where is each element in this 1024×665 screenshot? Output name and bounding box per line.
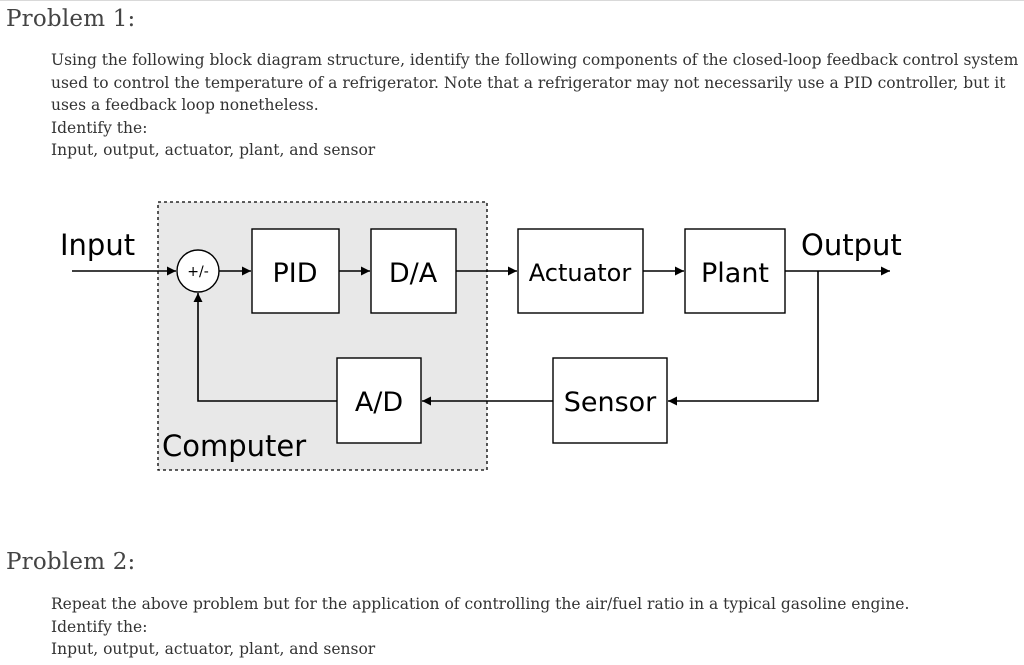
problem-2-body: Repeat the above problem but for the app… bbox=[51, 593, 1021, 661]
pid-block bbox=[251, 228, 340, 314]
pid-label: PID bbox=[272, 258, 317, 289]
problem-2-components: Input, output, actuator, plant, and sens… bbox=[51, 640, 376, 658]
problem-1-heading: Problem 1: bbox=[6, 6, 136, 32]
sensor-block bbox=[552, 357, 668, 444]
problem-2-identify-prompt: Identify the: bbox=[51, 617, 148, 636]
problem-2-heading: Problem 2: bbox=[6, 549, 136, 575]
problem-1-body: Using the following block diagram struct… bbox=[51, 49, 1021, 162]
da-block bbox=[370, 228, 457, 314]
ad-to-sum-arrow bbox=[193, 293, 337, 402]
da-label: D/A bbox=[389, 258, 438, 289]
actuator-label: Actuator bbox=[529, 259, 632, 287]
top-divider bbox=[0, 0, 1024, 1]
problem-1-components: Input, output, actuator, plant, and sens… bbox=[51, 141, 376, 159]
sensor-label: Sensor bbox=[564, 387, 657, 418]
problem-2-intro: Repeat the above problem but for the app… bbox=[51, 595, 910, 613]
ad-block bbox=[336, 357, 422, 444]
summing-label: +/- bbox=[187, 264, 209, 280]
output-label: Output bbox=[801, 228, 902, 262]
actuator-block bbox=[517, 228, 644, 314]
block-diagram: Input Output +/- PID D/A Actuator Plant … bbox=[60, 201, 902, 471]
problem-1-intro: Using the following block diagram struct… bbox=[51, 51, 1019, 114]
input-label: Input bbox=[60, 228, 135, 262]
ad-label: A/D bbox=[355, 387, 403, 418]
problem-1-identify-prompt: Identify the: bbox=[51, 118, 148, 137]
plant-label: Plant bbox=[701, 258, 769, 289]
computer-label: Computer bbox=[162, 429, 306, 463]
plant-to-sensor-arrow bbox=[668, 271, 819, 406]
